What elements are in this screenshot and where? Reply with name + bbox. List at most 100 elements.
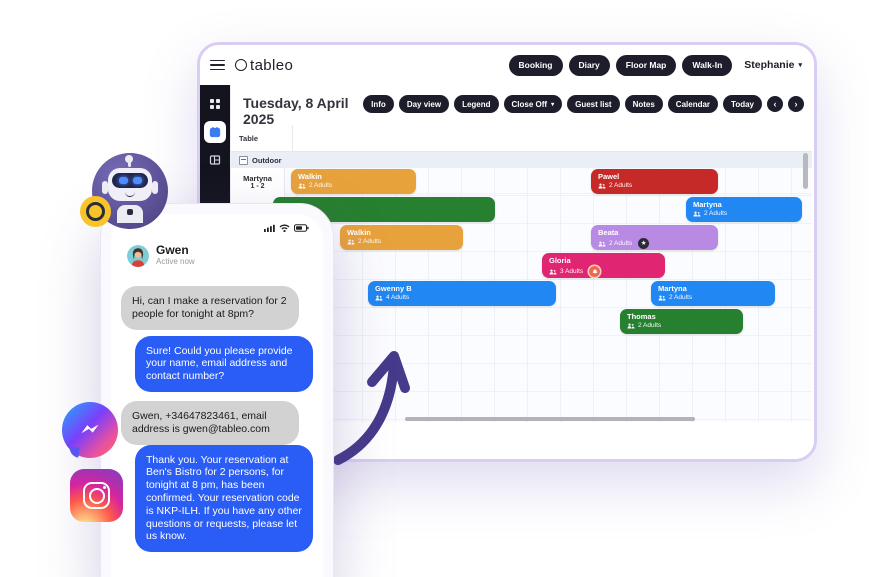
tableo-logo-mark-icon	[235, 59, 247, 71]
reservation-guest-name: Gwenny B	[375, 284, 412, 293]
group-row-outdoor[interactable]: Outdoor	[231, 152, 812, 168]
timeline-header: Table	[231, 125, 812, 152]
bell-icon	[592, 268, 597, 274]
reservation-bar[interactable]: Thomas 2 Adults ★	[620, 309, 743, 334]
nav-button[interactable]: Diary	[568, 54, 610, 76]
contact-info: Gwen Active now	[156, 244, 195, 267]
reservation-bar[interactable]: Martyna 2 Adults ★	[686, 197, 802, 222]
guests-icon	[658, 295, 666, 301]
grid-icon	[210, 99, 220, 109]
chat-message-text: Gwen, +34647823461, email address is gwe…	[132, 409, 270, 435]
reservation-guest-count: 2 Adults	[309, 182, 333, 189]
toolbar-button[interactable]: Calendar	[667, 95, 719, 113]
toolbar-button-label: Guest list	[575, 99, 612, 109]
diary-subheader: Tuesday, 8 April 2025 Info Day view Lege…	[231, 85, 814, 138]
reservation-meta: 2 Adults ★	[598, 182, 711, 190]
reservation-guest-count: 2 Adults	[358, 238, 382, 245]
toolbar-button[interactable]: Close Off	[503, 95, 563, 113]
reservation-guest-name: Walkin	[298, 172, 322, 181]
reservation-badge: ★	[589, 266, 601, 277]
guests-icon	[375, 295, 383, 301]
reservation-guest-count: 3 Adults	[560, 267, 584, 275]
sidebar-item[interactable]	[204, 93, 226, 115]
reservation-guest-count: 2 Adults	[609, 182, 633, 189]
reservation-meta: 2 Adults ★	[693, 210, 795, 218]
guests-icon	[549, 268, 557, 274]
toolbar-button[interactable]: Today	[723, 95, 762, 113]
reservation-meta: 3 Adults ★	[549, 266, 658, 277]
reservation-bar[interactable]: Walkin 2 Adults ★	[340, 225, 463, 250]
reservation-bar[interactable]: Gloria 3 Adults ★	[542, 253, 665, 278]
reservation-guest-count: 2 Adults	[704, 210, 728, 217]
nav-button[interactable]: Booking	[508, 54, 563, 76]
user-name: Stephanie	[744, 59, 795, 71]
toolbar-button[interactable]: Guest list	[567, 95, 620, 113]
reservation-guest-name: Gloria	[549, 256, 571, 265]
camera-glyph	[83, 482, 110, 509]
reservation-meta: 2 Adults ★	[598, 238, 711, 249]
battery-icon	[294, 224, 309, 232]
reservation-bar[interactable]: Beata 2 Adults ★	[591, 225, 718, 250]
header-nav: Booking Diary	[508, 54, 733, 76]
chat-message-text: Sure! Could you please provide your name…	[146, 344, 293, 383]
reservation-guest-name: Martyna	[658, 284, 687, 293]
app-header: tableo Booking	[200, 45, 814, 85]
user-menu[interactable]: Stephanie ▾	[744, 59, 802, 71]
hamburger-menu-icon[interactable]	[210, 59, 225, 71]
reservation-meta: 2 Adults ★	[347, 238, 456, 246]
reservation-guest-name: Thomas	[627, 312, 656, 321]
toolbar-button[interactable]: Legend	[454, 95, 499, 113]
nav-button[interactable]: Floor Map	[615, 54, 677, 76]
guests-icon	[298, 183, 306, 189]
messenger-icon[interactable]	[62, 402, 118, 458]
reservation-bar[interactable]: Pawel 2 Adults ★	[591, 169, 718, 194]
sidebar-item[interactable]	[204, 121, 226, 143]
sidebar-item[interactable]	[204, 149, 226, 171]
reservation-guest-count: 4 Adults	[386, 294, 410, 301]
chat-bubble: Sure! Could you please provide your name…	[135, 335, 313, 392]
guests-icon	[347, 239, 355, 245]
star-icon: ★	[640, 239, 647, 247]
layout-icon	[209, 155, 221, 165]
reservation-bar[interactable]: Walkin 2 Adults ★	[291, 169, 416, 194]
table-row-label[interactable]: Martyna 1 - 2	[243, 173, 272, 190]
contact-avatar	[127, 244, 149, 267]
reservation-bar[interactable]: Martyna 2 Adults ★	[651, 281, 775, 306]
reservation-guest-name: Pawel	[598, 172, 620, 181]
toolbar-button-label: Notes	[632, 99, 655, 109]
tableo-logo: tableo	[235, 57, 293, 74]
toolbar-button[interactable]: Day view	[398, 95, 450, 113]
horizontal-scrollbar[interactable]	[405, 417, 695, 421]
toolbar-button-label: Legend	[462, 99, 491, 109]
chat-bubble: Gwen, +34647823461, email address is gwe…	[121, 400, 299, 445]
robot-assistant-avatar-icon	[92, 153, 168, 229]
diary-toolbar: Info Day view Legend Close Off Guest lis…	[363, 95, 804, 113]
vertical-scrollbar[interactable]	[803, 153, 808, 189]
toolbar-button-label: Close Off	[511, 99, 548, 109]
curved-arrow	[333, 351, 410, 465]
chat-bubble: Thank you. Your reservation at Ben's Bis…	[135, 444, 313, 553]
guests-icon	[598, 240, 606, 246]
toolbar-button[interactable]: Info	[363, 95, 394, 113]
nav-button-label: Floor Map	[625, 60, 667, 70]
toolbar-button[interactable]: ‹	[767, 96, 783, 112]
phone-screen: Gwen Active now Hi, can I make a reserva…	[111, 214, 323, 577]
reservation-guest-count: 2 Adults	[638, 322, 662, 329]
toolbar-button-label: Calendar	[675, 99, 711, 109]
chevron-down-icon: ▾	[798, 62, 802, 69]
reservation-badge: ★	[638, 238, 650, 249]
nav-button-label: Booking	[518, 60, 553, 70]
toolbar-button[interactable]: Notes	[624, 95, 663, 113]
reservation-guest-name: Beata	[598, 228, 619, 237]
toolbar-button[interactable]: ›	[788, 96, 804, 112]
reservation-bars: Walkin 2 Adults ★	[231, 168, 812, 422]
wifi-icon	[279, 224, 290, 232]
collapse-icon[interactable]	[239, 155, 248, 165]
nav-button[interactable]: Walk-In	[682, 54, 733, 76]
chat-message-text: Hi, can I make a reservation for 2 peopl…	[132, 295, 287, 320]
instagram-icon[interactable]	[70, 469, 123, 522]
toolbar-button-label: Day view	[406, 99, 442, 109]
reservation-bar[interactable]: Gwenny B 4 Adults ★	[368, 281, 556, 306]
calendar-icon	[209, 127, 221, 138]
